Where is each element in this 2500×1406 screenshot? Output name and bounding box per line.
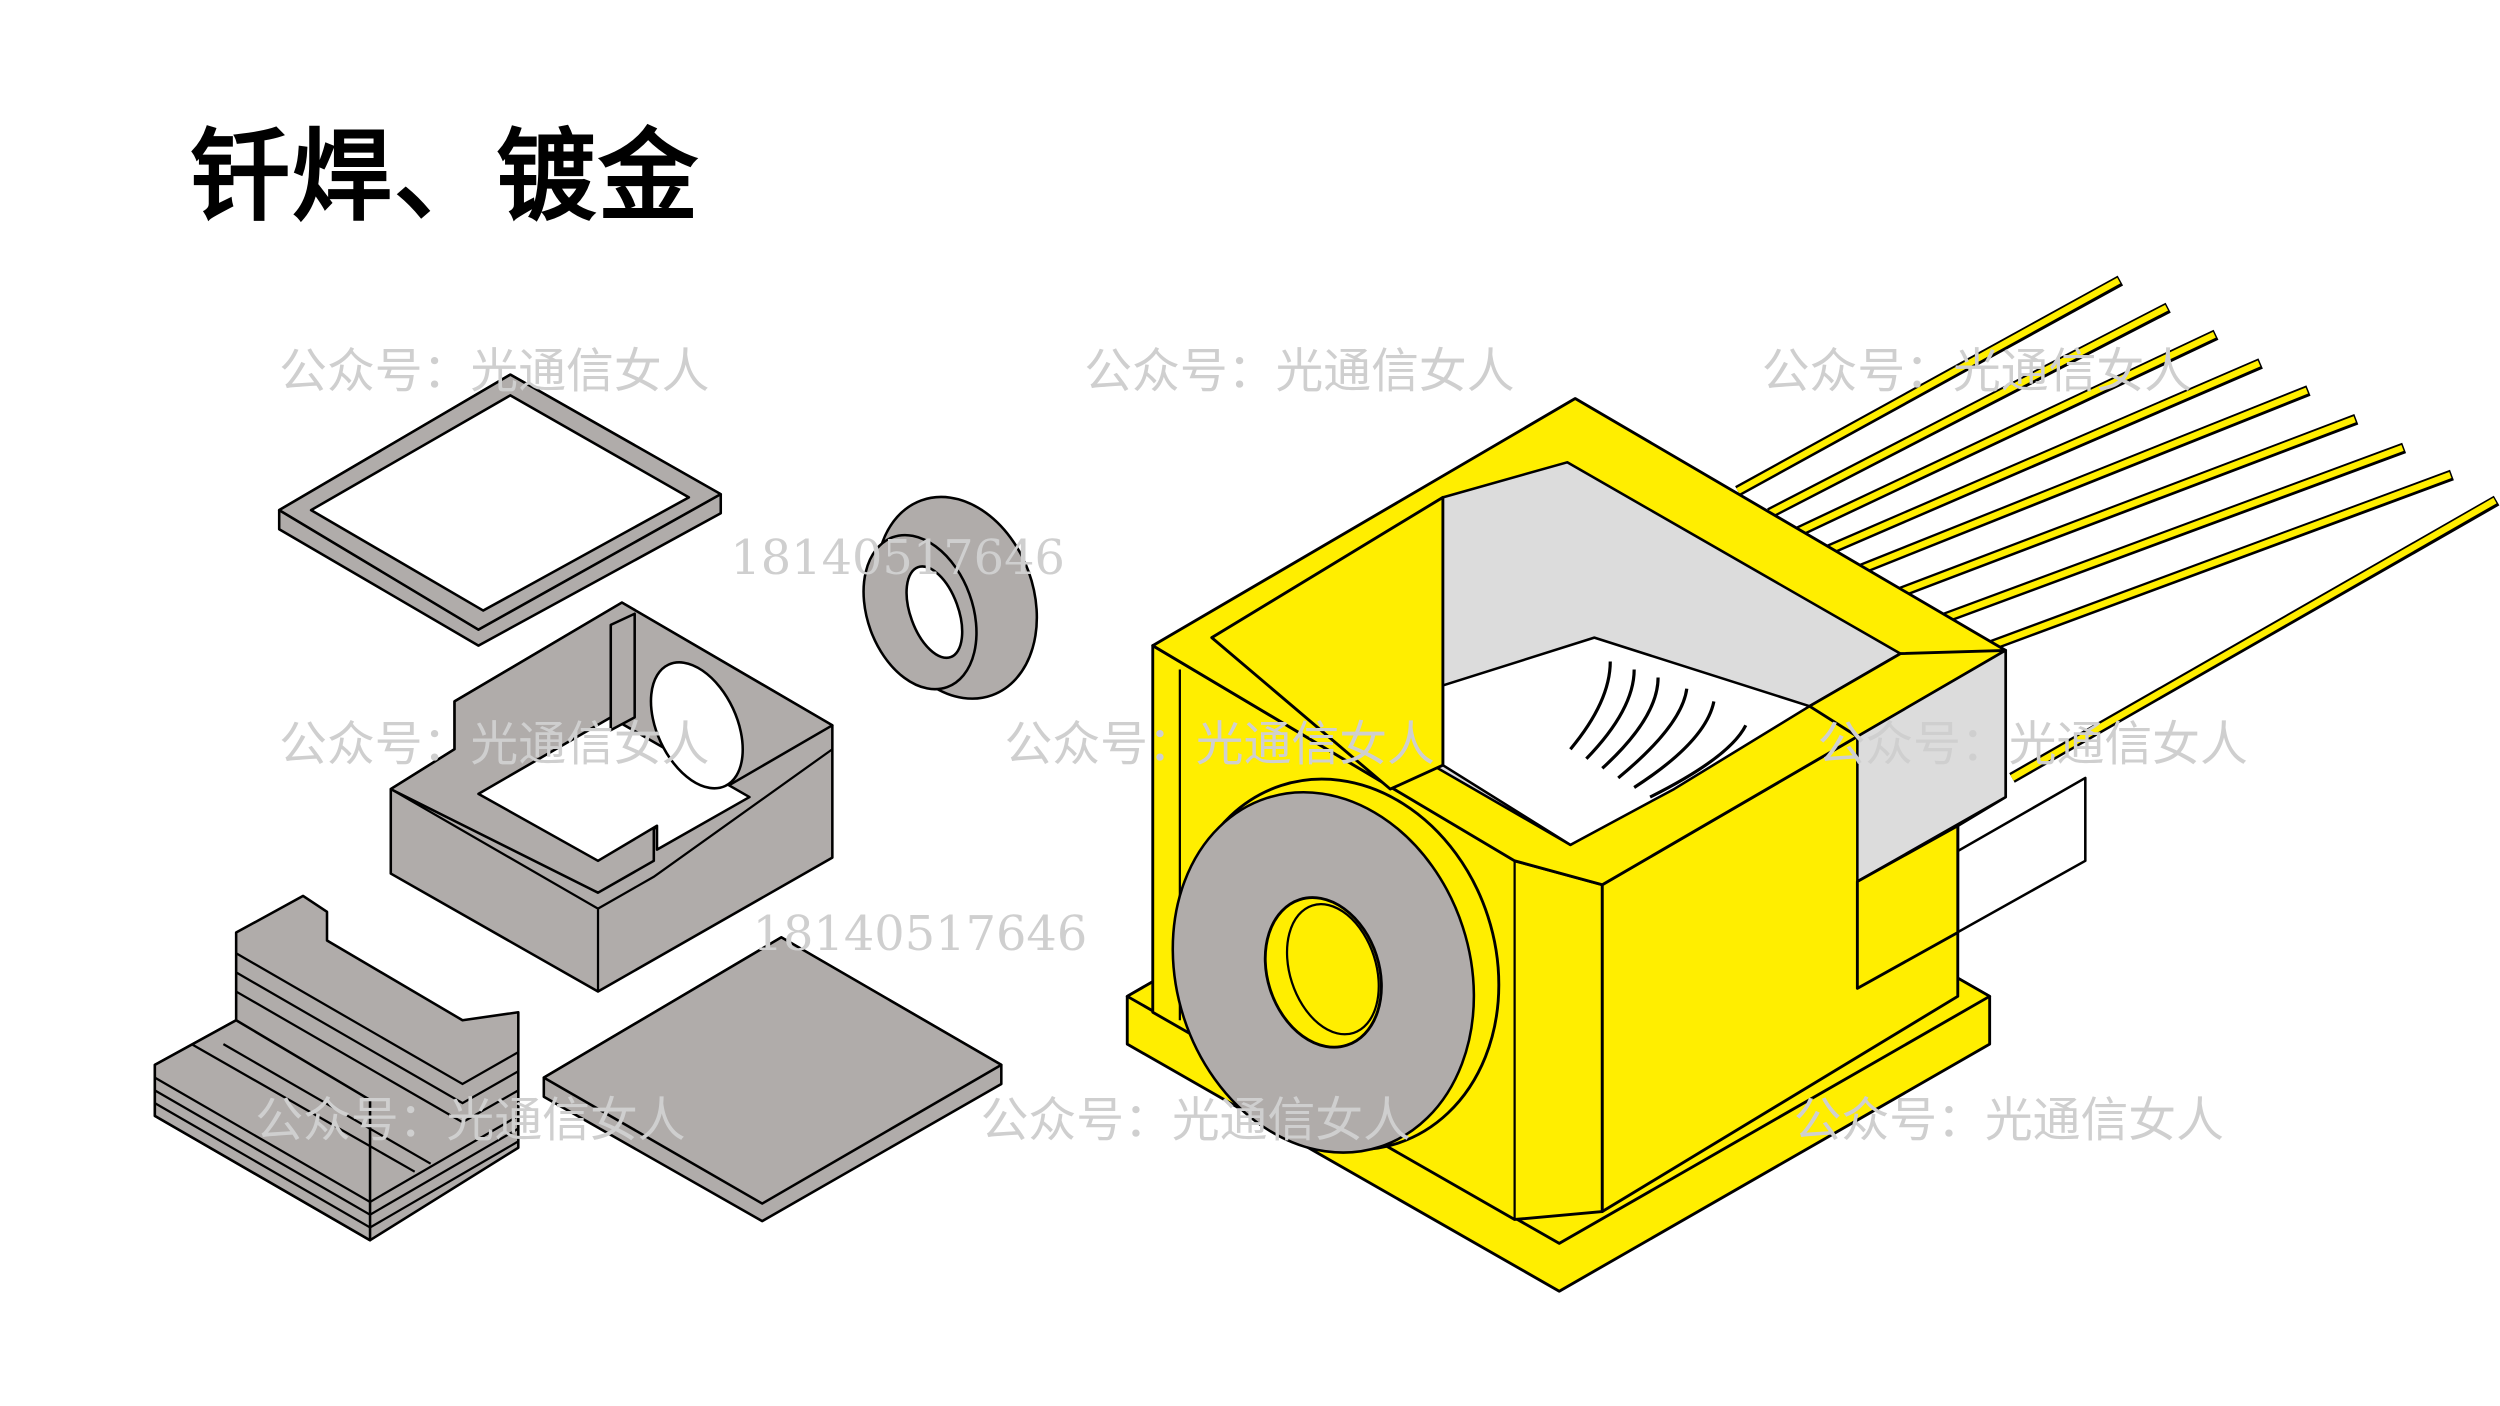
base-plate <box>542 936 1003 1223</box>
optical-window <box>1171 777 1501 1154</box>
watermark-text: 公众号：光通信女人 <box>255 1094 685 1149</box>
watermark-text: 公众号：光通信女人 <box>1794 1094 2224 1149</box>
stacked-layers <box>153 894 520 1242</box>
watermark-text: 公众号：光通信女人 <box>1005 717 1435 772</box>
connector-block <box>1856 649 2007 883</box>
watermark-text: 公众号：光通信女人 <box>1762 344 2192 399</box>
watermark-text: 公众号：光通信女人 <box>1818 717 2248 772</box>
slide-title: 钎焊、镀金 <box>190 118 700 235</box>
watermark-text: 公众号：光通信女人 <box>279 344 709 399</box>
watermarks: 公众号：光通信女人 公众号：光通信女人 公众号：光通信女人 公众号：光通信女人 … <box>255 344 2248 1148</box>
watermark-text: 公众号：光通信女人 <box>981 1094 1411 1149</box>
housing-body <box>389 601 834 993</box>
flange-washer <box>862 495 1039 700</box>
watermark-text: 公众号：光通信女人 <box>279 717 709 772</box>
watermark-text: 公众号：光通信女人 <box>1084 344 1514 399</box>
watermark-phone: 18140517646 <box>753 907 1088 962</box>
seal-ring-frame <box>277 373 723 647</box>
watermark-phone: 18140517646 <box>730 531 1065 586</box>
leads <box>1735 275 2500 783</box>
gold-plated-package <box>1125 275 2500 1293</box>
